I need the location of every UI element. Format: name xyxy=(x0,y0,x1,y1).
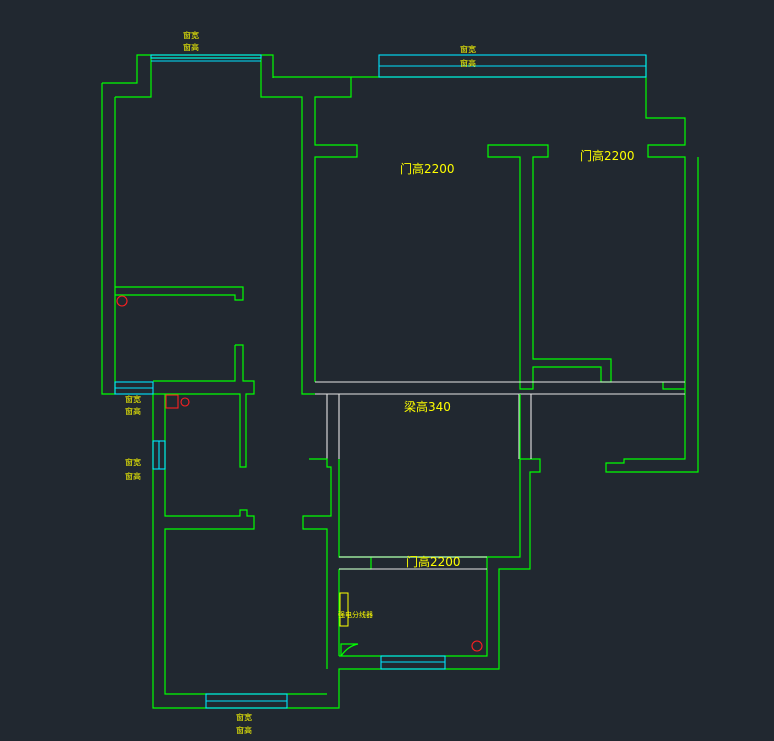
beam-column-left xyxy=(326,394,340,459)
window-left-1 xyxy=(114,381,154,395)
door-swing-icon xyxy=(340,643,359,657)
window-tag-bottom: 窗宽 窗高 xyxy=(236,712,252,735)
pipe-square-icon xyxy=(165,394,179,409)
window-width-label: 窗宽 xyxy=(125,457,141,467)
window-width-label: 窗宽 xyxy=(460,44,476,54)
window-tag-left-2: 窗宽 窗高 xyxy=(125,457,141,481)
pipe-circle-icon xyxy=(180,397,190,407)
window-height-label: 窗高 xyxy=(460,58,476,68)
distribution-box-label: 强电分线器 xyxy=(338,610,373,619)
window-height-label: 窗高 xyxy=(183,42,199,52)
bottom-room-wall xyxy=(338,556,488,657)
middle-wall-top xyxy=(272,77,358,382)
beam-column-right xyxy=(518,394,532,459)
left-lower-wall xyxy=(164,394,327,695)
window-top-left xyxy=(150,54,262,62)
bottom-door-line xyxy=(339,556,487,570)
right-bedroom-wall xyxy=(662,382,685,390)
window-tag-top-right: 窗宽 窗高 xyxy=(460,44,476,68)
pipe-circle-icon xyxy=(116,295,128,307)
door-height-label-2: 门高2200 xyxy=(580,148,635,163)
left-room-partition xyxy=(115,286,244,301)
window-top-right xyxy=(378,54,647,78)
window-tag-top-left: 窗宽 窗高 xyxy=(183,30,199,52)
beam-line xyxy=(315,381,685,395)
window-width-label: 窗宽 xyxy=(183,30,199,40)
window-height-label: 窗高 xyxy=(236,725,252,735)
left-room-wall xyxy=(114,57,315,395)
door-height-label-1: 门高2200 xyxy=(400,161,455,176)
pipe-circle-icon xyxy=(471,640,483,652)
window-width-label: 窗宽 xyxy=(236,712,252,722)
window-width-label: 窗宽 xyxy=(125,394,141,404)
middle-bedroom-wall xyxy=(487,144,612,390)
left-room-stub xyxy=(153,344,255,468)
window-height-label: 窗高 xyxy=(125,406,141,416)
window-bottom-left xyxy=(205,693,288,709)
distribution-box xyxy=(339,592,349,627)
window-bottom-center xyxy=(380,655,446,670)
window-tag-left-1: 窗宽 窗高 xyxy=(125,394,141,416)
window-height-label: 窗高 xyxy=(125,471,141,481)
door-height-label-3: 门高2200 xyxy=(406,554,461,569)
beam-height-label: 梁高340 xyxy=(404,399,451,414)
window-left-2 xyxy=(152,440,166,470)
